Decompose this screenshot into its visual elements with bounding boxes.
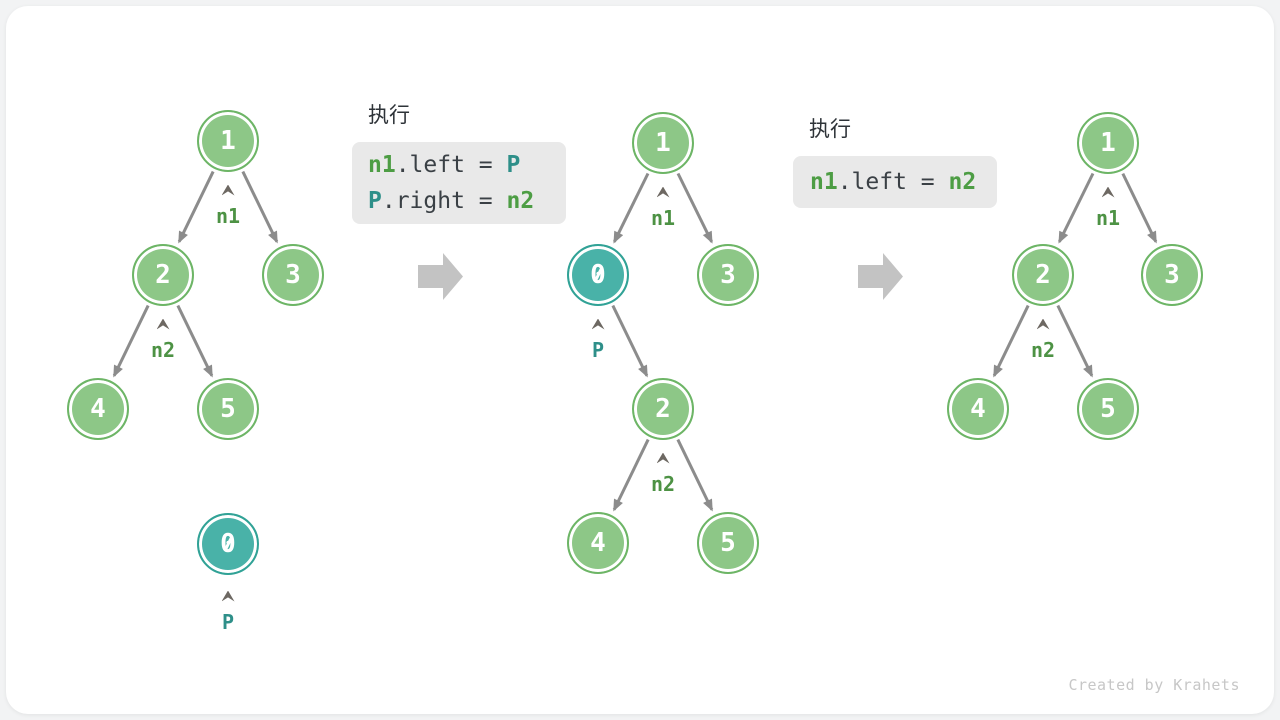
pointer-caret-icon xyxy=(656,186,670,198)
tree-node: 1 xyxy=(632,112,694,174)
code-token: .left = xyxy=(837,169,949,195)
tree-node-label: 0 xyxy=(220,529,236,559)
pointer-label: n1 xyxy=(215,204,241,228)
block-arrow-icon xyxy=(858,253,903,300)
pointer-caret-icon xyxy=(656,452,670,464)
tree-edge xyxy=(112,304,150,378)
pointer-caret-icon xyxy=(1101,186,1115,198)
code-block: 执行 n1.left = P P.right = n2 xyxy=(352,99,566,224)
pointer-caret-icon xyxy=(221,184,235,196)
tree-node-label: 2 xyxy=(655,394,671,424)
pointer-label: n1 xyxy=(650,206,676,230)
pointer-label: n1 xyxy=(1095,206,1121,230)
tree-edge xyxy=(177,170,215,244)
tree-edge xyxy=(612,172,650,244)
code-line: n1.left = P xyxy=(368,147,550,183)
tree-node-label: 5 xyxy=(720,528,736,558)
code-token: n2 xyxy=(506,188,535,214)
tree-edge xyxy=(1057,172,1095,244)
code-box: n1.left = P P.right = n2 xyxy=(352,142,566,224)
code-line: n1.left = n2 xyxy=(810,164,980,200)
pointer-label: n2 xyxy=(1030,338,1056,362)
code-token: P xyxy=(368,188,382,214)
code-line: P.right = n2 xyxy=(368,183,550,219)
code-token: n1 xyxy=(368,152,396,178)
tree-node: 0 xyxy=(197,513,259,575)
tree-node-label: 4 xyxy=(970,394,986,424)
code-token: n1 xyxy=(810,169,838,195)
block-arrow-icon xyxy=(418,253,463,300)
tree-node: 1 xyxy=(1077,112,1139,174)
tree-node: 5 xyxy=(697,512,759,574)
pointer-caret-icon xyxy=(591,318,605,330)
tree-edge xyxy=(992,304,1030,378)
code-token: .left = xyxy=(395,152,507,178)
pointer-caret-icon xyxy=(156,318,170,330)
tree-node-label: 2 xyxy=(155,260,171,290)
code-title: 执行 xyxy=(368,104,410,127)
tree-edge xyxy=(676,438,714,512)
tree-node: 3 xyxy=(697,244,759,306)
tree-edge xyxy=(176,304,214,378)
code-box: n1.left = n2 xyxy=(793,156,997,208)
pointer-caret-icon xyxy=(1036,318,1050,330)
tree-node-label: 0 xyxy=(590,260,606,290)
tree-node-label: 3 xyxy=(285,260,301,290)
tree-edge xyxy=(1121,172,1158,244)
tree-node: 3 xyxy=(262,244,324,306)
tree-node-label: 2 xyxy=(1035,260,1051,290)
tree-edge xyxy=(612,438,650,512)
tree-node: 5 xyxy=(197,378,259,440)
pointer-label: P xyxy=(221,610,235,634)
tree-node-label: 4 xyxy=(90,394,106,424)
tree-node: 1 xyxy=(197,110,259,172)
tree-node: 4 xyxy=(947,378,1009,440)
watermark: Created by Krahets xyxy=(1068,676,1240,694)
tree-edge xyxy=(611,304,649,378)
tree-node-label: 1 xyxy=(1100,128,1116,158)
tree-node-label: 1 xyxy=(220,126,236,156)
tree-node: 2 xyxy=(632,378,694,440)
code-token: n2 xyxy=(948,169,977,195)
tree-edge xyxy=(241,170,279,244)
tree-node: 5 xyxy=(1077,378,1139,440)
code-title: 执行 xyxy=(809,118,851,141)
tree-node: 0 xyxy=(567,244,629,306)
code-block: 执行 n1.left = n2 xyxy=(793,113,997,208)
tree-node-label: 3 xyxy=(720,260,736,290)
pointer-caret-icon xyxy=(221,590,235,602)
tree-edge xyxy=(1056,304,1094,378)
tree-node: 4 xyxy=(567,512,629,574)
tree-node: 2 xyxy=(132,244,194,306)
tree-node-label: 1 xyxy=(655,128,671,158)
pointer-label: n2 xyxy=(150,338,176,362)
tree-node: 4 xyxy=(67,378,129,440)
tree-edge xyxy=(676,172,714,244)
pointer-label: n2 xyxy=(650,472,676,496)
tree-node: 3 xyxy=(1141,244,1203,306)
tree-node-label: 3 xyxy=(1164,260,1180,290)
code-token: .right = xyxy=(381,188,507,214)
pointer-label: P xyxy=(591,338,605,362)
tree-node-label: 5 xyxy=(220,394,236,424)
tree-node-label: 5 xyxy=(1100,394,1116,424)
tree-node-label: 4 xyxy=(590,528,606,558)
tree-node: 2 xyxy=(1012,244,1074,306)
code-token: P xyxy=(506,152,521,178)
